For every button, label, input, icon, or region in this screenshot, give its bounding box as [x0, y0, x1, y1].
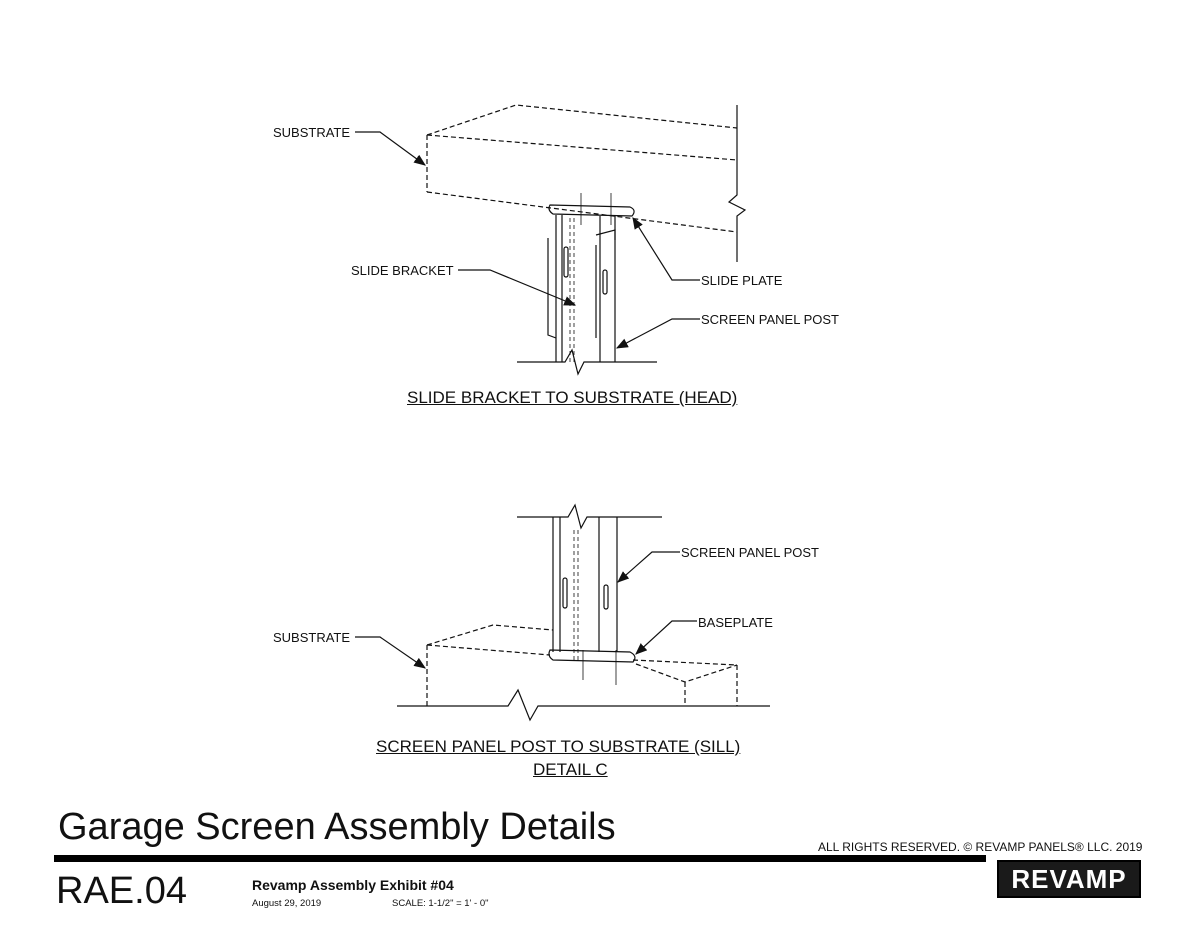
drawing-title: Garage Screen Assembly Details: [58, 806, 616, 848]
leader-sill-substrate: [355, 636, 426, 669]
sill-ground-line: [397, 688, 770, 722]
title-rule: [54, 855, 986, 862]
label-head-screen-panel-post: SCREEN PANEL POST: [701, 312, 839, 327]
sill-caption: SCREEN PANEL POST TO SUBSTRATE (SILL): [376, 737, 741, 756]
sill-subcaption: DETAIL C: [533, 760, 608, 779]
label-head-substrate: SUBSTRATE: [273, 125, 351, 140]
label-sill-substrate: SUBSTRATE: [273, 630, 351, 645]
exhibit-name: Revamp Assembly Exhibit #04: [252, 877, 454, 893]
leader-head-bracket: [458, 269, 577, 306]
head-post: [517, 193, 657, 376]
label-slide-bracket: SLIDE BRACKET: [351, 263, 454, 278]
leader-sill-baseplate: [635, 620, 697, 655]
label-sill-screen-panel-post: SCREEN PANEL POST: [681, 545, 819, 560]
leader-head-post: [615, 318, 700, 349]
drawing-date: August 29, 2019: [252, 898, 322, 909]
copyright-notice: ALL RIGHTS RESERVED. © REVAMP PANELS® LL…: [818, 840, 1143, 854]
drawing-code: RAE.04: [56, 870, 187, 912]
label-baseplate: BASEPLATE: [698, 615, 773, 630]
leader-head-plate: [632, 216, 700, 281]
label-slide-plate: SLIDE PLATE: [701, 273, 783, 288]
leader-sill-post: [617, 551, 680, 583]
leader-head-substrate: [355, 131, 426, 166]
head-substrate-edge: [727, 105, 747, 262]
revamp-logo: REVAMP: [997, 860, 1141, 898]
head-substrate: [426, 104, 738, 233]
head-caption: SLIDE BRACKET TO SUBSTRATE (HEAD): [407, 388, 738, 407]
logo-text: REVAMP: [1011, 864, 1127, 894]
drawing-scale: SCALE: 1-1/2" = 1' - 0": [392, 898, 489, 909]
sill-substrate: [426, 624, 738, 706]
sill-post: [517, 503, 662, 685]
